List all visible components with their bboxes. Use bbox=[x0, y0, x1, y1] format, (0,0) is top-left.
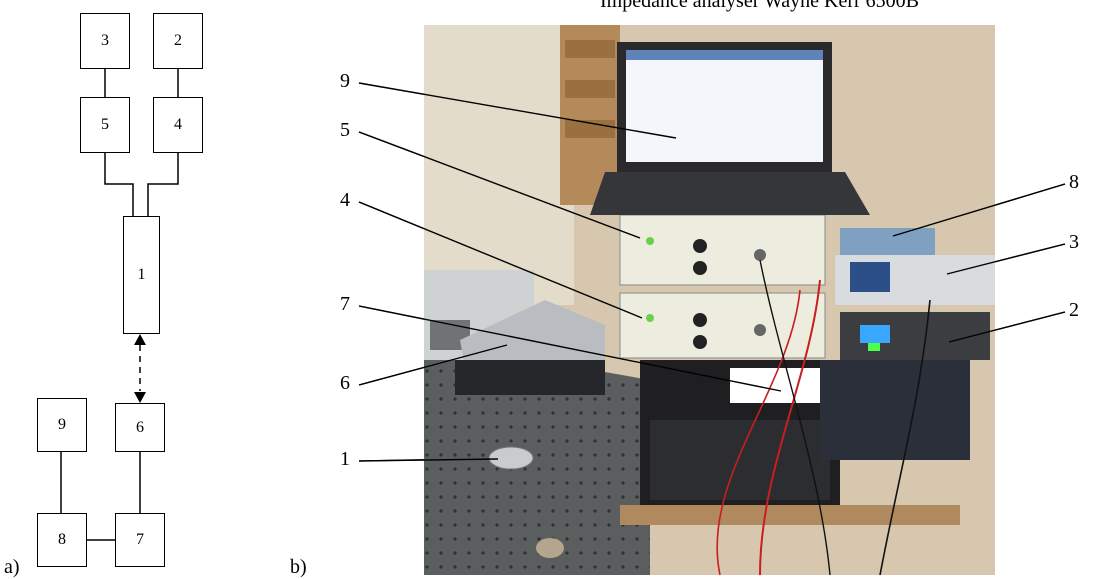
callout-3: 3 bbox=[1069, 231, 1079, 253]
block-2: 2 bbox=[153, 13, 203, 69]
callout-2: 2 bbox=[1069, 299, 1079, 321]
arrow-up-head bbox=[134, 334, 146, 345]
callout-4: 4 bbox=[340, 189, 350, 211]
block-4: 4 bbox=[153, 97, 203, 153]
block-7: 7 bbox=[115, 513, 165, 567]
panel-a-label: a) bbox=[4, 556, 20, 578]
block-8: 8 bbox=[37, 513, 87, 567]
callout-5: 5 bbox=[340, 119, 350, 141]
callout-9: 9 bbox=[340, 70, 350, 92]
figure-caption: Impedance analyser Wayne Kerr 6500B bbox=[600, 0, 920, 12]
panel-b-label: b) bbox=[290, 556, 307, 578]
block-1: 1 bbox=[123, 216, 160, 334]
block-3: 3 bbox=[80, 13, 130, 69]
callout-7: 7 bbox=[340, 293, 350, 315]
connector-5-1 bbox=[104, 153, 134, 216]
callout-8: 8 bbox=[1069, 171, 1079, 193]
block-5: 5 bbox=[80, 97, 130, 153]
block-6: 6 bbox=[115, 403, 165, 452]
callout-6: 6 bbox=[340, 372, 350, 394]
arrow-down-head bbox=[134, 392, 146, 403]
block-9: 9 bbox=[37, 398, 87, 452]
connector-4-1 bbox=[147, 153, 179, 216]
callout-1: 1 bbox=[340, 448, 350, 470]
